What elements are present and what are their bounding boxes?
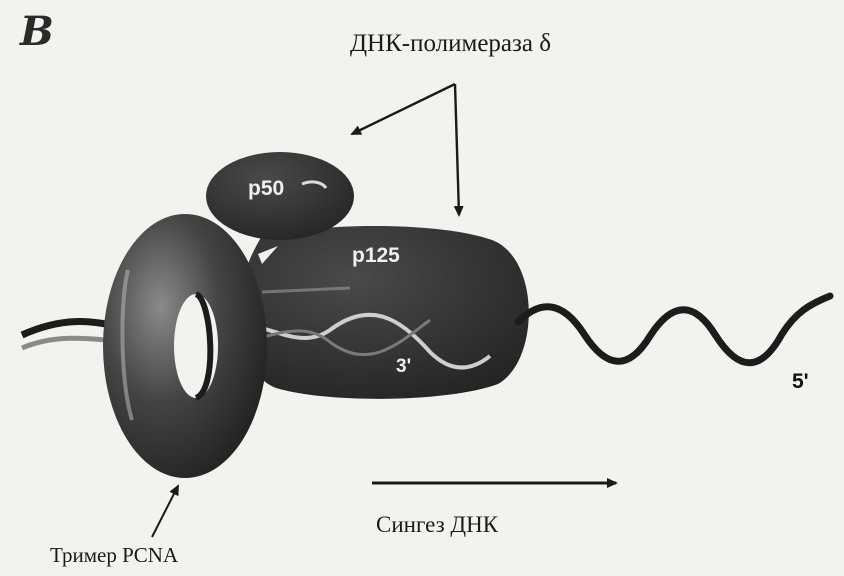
synthesis-label: Сингез ДНК — [376, 512, 498, 538]
pcna-label: Тример PCNA — [50, 543, 178, 568]
p125-label: p125 — [352, 244, 400, 268]
pcna-ring — [103, 214, 267, 478]
p50-label: p50 — [248, 177, 284, 201]
enzyme-arrow-to-p125 — [455, 84, 459, 215]
three-prime-end-label: 3' — [396, 356, 411, 378]
single-strand-template — [518, 296, 830, 363]
panel-letter: B — [20, 8, 54, 55]
enzyme-arrow-to-p50 — [352, 84, 455, 134]
pcna-pointer-arrow — [152, 486, 178, 537]
enzyme-label: ДНК-полимераза δ — [350, 30, 551, 58]
five-prime-end-label: 5' — [792, 370, 809, 394]
